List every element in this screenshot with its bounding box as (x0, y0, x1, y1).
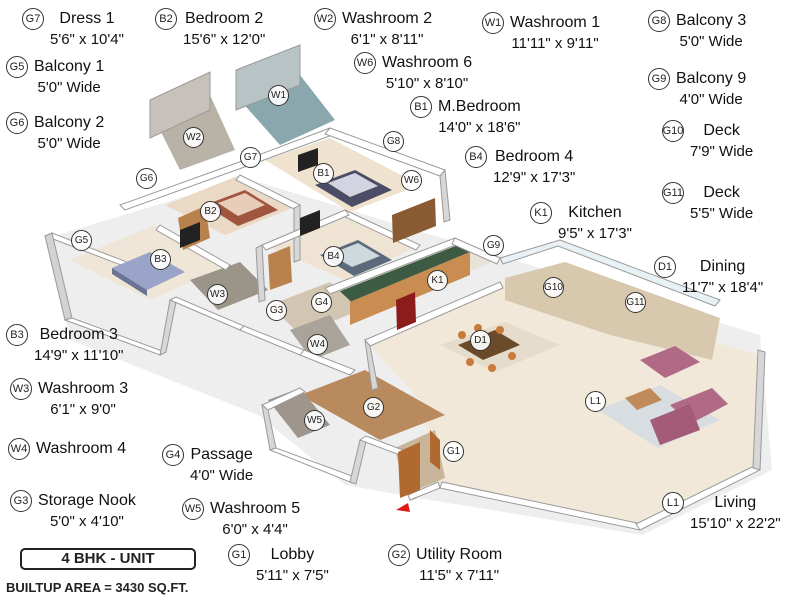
marker-w1: W1 (268, 85, 289, 106)
furniture (112, 148, 728, 498)
marker-w3: W3 (207, 284, 228, 305)
tv-icon (300, 210, 320, 236)
wardrobe-icon (268, 246, 292, 290)
marker-g1: G1 (443, 441, 464, 462)
unit-type-badge: 4 BHK - UNIT (20, 548, 196, 570)
wardrobe-icon (392, 198, 436, 243)
marker-b4: B4 (323, 246, 344, 267)
marker-g4: G4 (311, 292, 332, 313)
main-door-icon (398, 442, 420, 498)
marker-g10: G10 (543, 277, 564, 298)
marker-l1: L1 (585, 391, 606, 412)
door-icon (430, 430, 440, 470)
marker-g3: G3 (266, 300, 287, 321)
marker-g7: G7 (240, 147, 261, 168)
marker-w6: W6 (401, 170, 422, 191)
marker-b1: B1 (313, 163, 334, 184)
bed-bedroom-2-icon (205, 190, 278, 226)
builtup-area-text: BUILTUP AREA = 3430 SQ.FT. (6, 580, 189, 595)
marker-w5: W5 (304, 410, 325, 431)
tv-icon (180, 222, 200, 248)
marker-g5: G5 (71, 230, 92, 251)
marker-g11: G11 (625, 292, 646, 313)
marker-g8: G8 (383, 131, 404, 152)
fridge-icon (396, 292, 416, 330)
marker-d1: D1 (470, 330, 491, 351)
marker-w4: W4 (307, 334, 328, 355)
tv-icon (298, 148, 318, 172)
bed-master-bedroom-icon (315, 170, 392, 207)
marker-k1: K1 (427, 270, 448, 291)
sofa-icon (625, 346, 728, 445)
marker-g2: G2 (363, 397, 384, 418)
marker-g6: G6 (136, 168, 157, 189)
legend-item-w4: W4 Washroom 4 (8, 438, 126, 460)
marker-w2: W2 (183, 127, 204, 148)
entry-arrow-icon (396, 503, 410, 512)
marker-b2: B2 (200, 201, 221, 222)
bed-bedroom-3-icon (112, 252, 185, 296)
marker-g9: G9 (483, 235, 504, 256)
walls (43, 44, 766, 531)
marker-b3: B3 (150, 249, 171, 270)
